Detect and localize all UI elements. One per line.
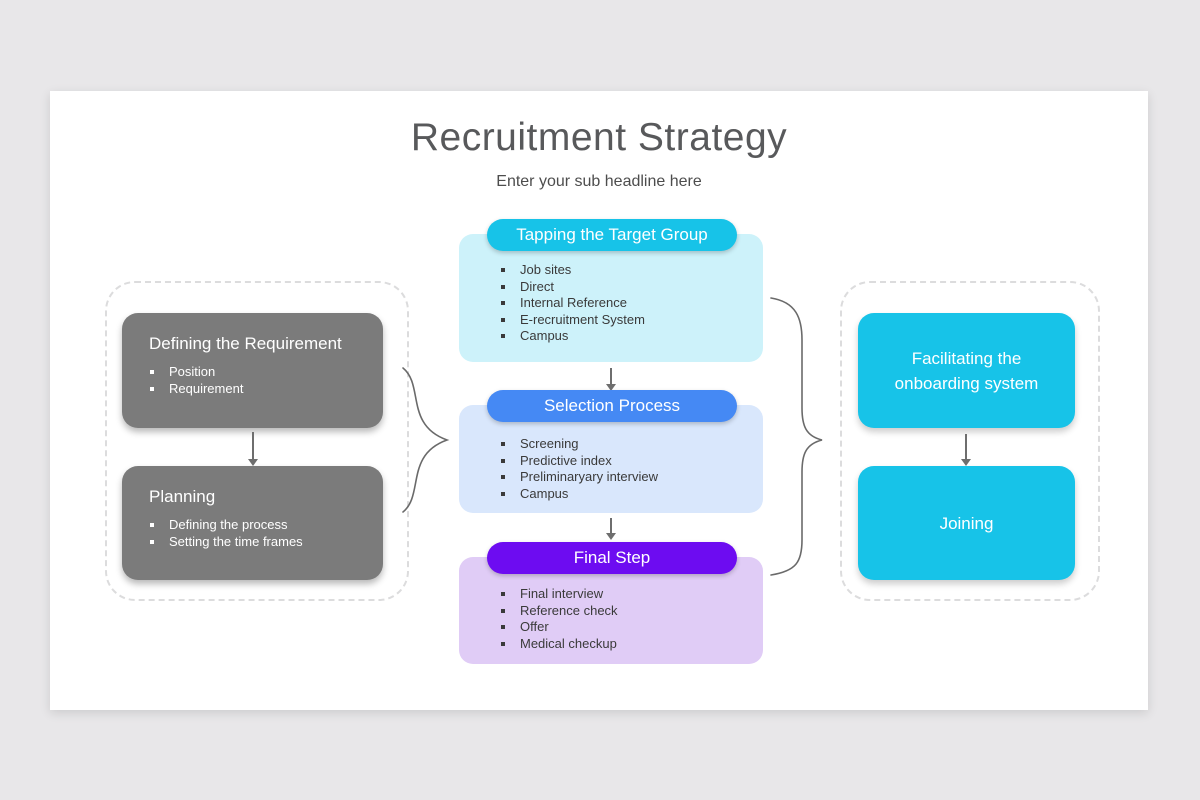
selection-process-body[interactable]: Screening Predictive index Preliminaryar…: [459, 405, 763, 513]
page-subtitle: Enter your sub headline here: [496, 173, 702, 190]
right-phase-group: [840, 281, 1100, 601]
bullet-list: Job sites Direct Internal Reference E-re…: [501, 262, 645, 345]
bullet-list: Position Requirement: [150, 364, 383, 397]
bullet-item: Setting the time frames: [150, 534, 383, 551]
box-title: Planning: [149, 487, 216, 506]
bullet-list: Defining the process Setting the time fr…: [150, 517, 383, 550]
page-title: Recruitment Strategy: [410, 116, 788, 159]
bullet-list: Final interview Reference check Offer Me…: [501, 586, 618, 652]
bullet-item: E-recruitment System: [501, 312, 645, 329]
bullet-item: Predictive index: [501, 453, 658, 470]
box-title: Defining the Requirement: [149, 334, 342, 353]
onboarding-box[interactable]: Facilitating the onboarding system: [858, 313, 1075, 428]
bullet-item: Requirement: [150, 381, 383, 398]
tapping-target-group-body[interactable]: Job sites Direct Internal Reference E-re…: [459, 234, 763, 362]
bullet-item: Direct: [501, 279, 645, 296]
arrow-down-icon: [248, 432, 258, 466]
bullet-item: Medical checkup: [501, 636, 618, 653]
bullet-item: Job sites: [501, 262, 645, 279]
arrow-down-icon: [606, 518, 616, 540]
bullet-item: Offer: [501, 619, 618, 636]
arrow-down-icon: [606, 368, 616, 391]
joining-box[interactable]: Joining: [858, 466, 1075, 580]
bullet-item: Preliminaryary interview: [501, 469, 658, 486]
bullet-item: Campus: [501, 486, 658, 503]
bullet-item: Campus: [501, 328, 645, 345]
defining-requirement-box[interactable]: Defining the Requirement Position Requir…: [122, 313, 383, 428]
bullet-list: Screening Predictive index Preliminaryar…: [501, 436, 658, 502]
bullet-item: Screening: [501, 436, 658, 453]
box-label: Joining: [939, 513, 994, 533]
box-label: Facilitating the onboarding system: [894, 348, 1039, 393]
bullet-item: Internal Reference: [501, 295, 645, 312]
bullet-item: Defining the process: [150, 517, 383, 534]
bullet-item: Final interview: [501, 586, 618, 603]
tapping-target-group-header[interactable]: Tapping the Target Group: [487, 219, 737, 251]
selection-process-header[interactable]: Selection Process: [487, 390, 737, 422]
bullet-item: Reference check: [501, 603, 618, 620]
arrow-down-icon: [961, 434, 971, 466]
final-step-header[interactable]: Final Step: [487, 542, 737, 574]
bullet-item: Position: [150, 364, 383, 381]
final-step-body[interactable]: Final interview Reference check Offer Me…: [459, 557, 763, 664]
planning-box[interactable]: Planning Defining the process Setting th…: [122, 466, 383, 580]
